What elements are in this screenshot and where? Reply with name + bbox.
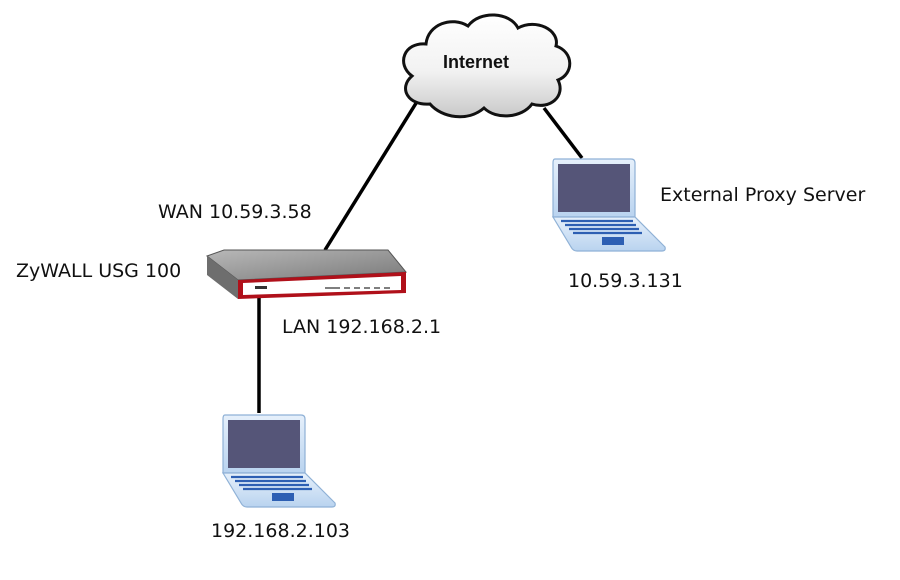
proxy-ip-label: 10.59.3.131 xyxy=(568,270,683,292)
client-ip-label: 192.168.2.103 xyxy=(211,520,351,542)
internet-cloud-icon xyxy=(402,13,572,119)
router-name-label: ZyWALL USG 100 xyxy=(16,260,182,282)
proxy-link xyxy=(542,106,584,160)
lan-label: LAN 192.168.2.1 xyxy=(282,316,442,338)
proxy-laptop-icon xyxy=(551,157,667,253)
wan-label: WAN 10.59.3.58 xyxy=(158,201,312,223)
zywall-router-icon xyxy=(205,249,408,299)
proxy-name-label: External Proxy Server xyxy=(660,184,866,206)
internet-label: Internet xyxy=(443,52,510,72)
client-laptop-icon xyxy=(221,413,337,509)
wan-link xyxy=(323,99,420,251)
